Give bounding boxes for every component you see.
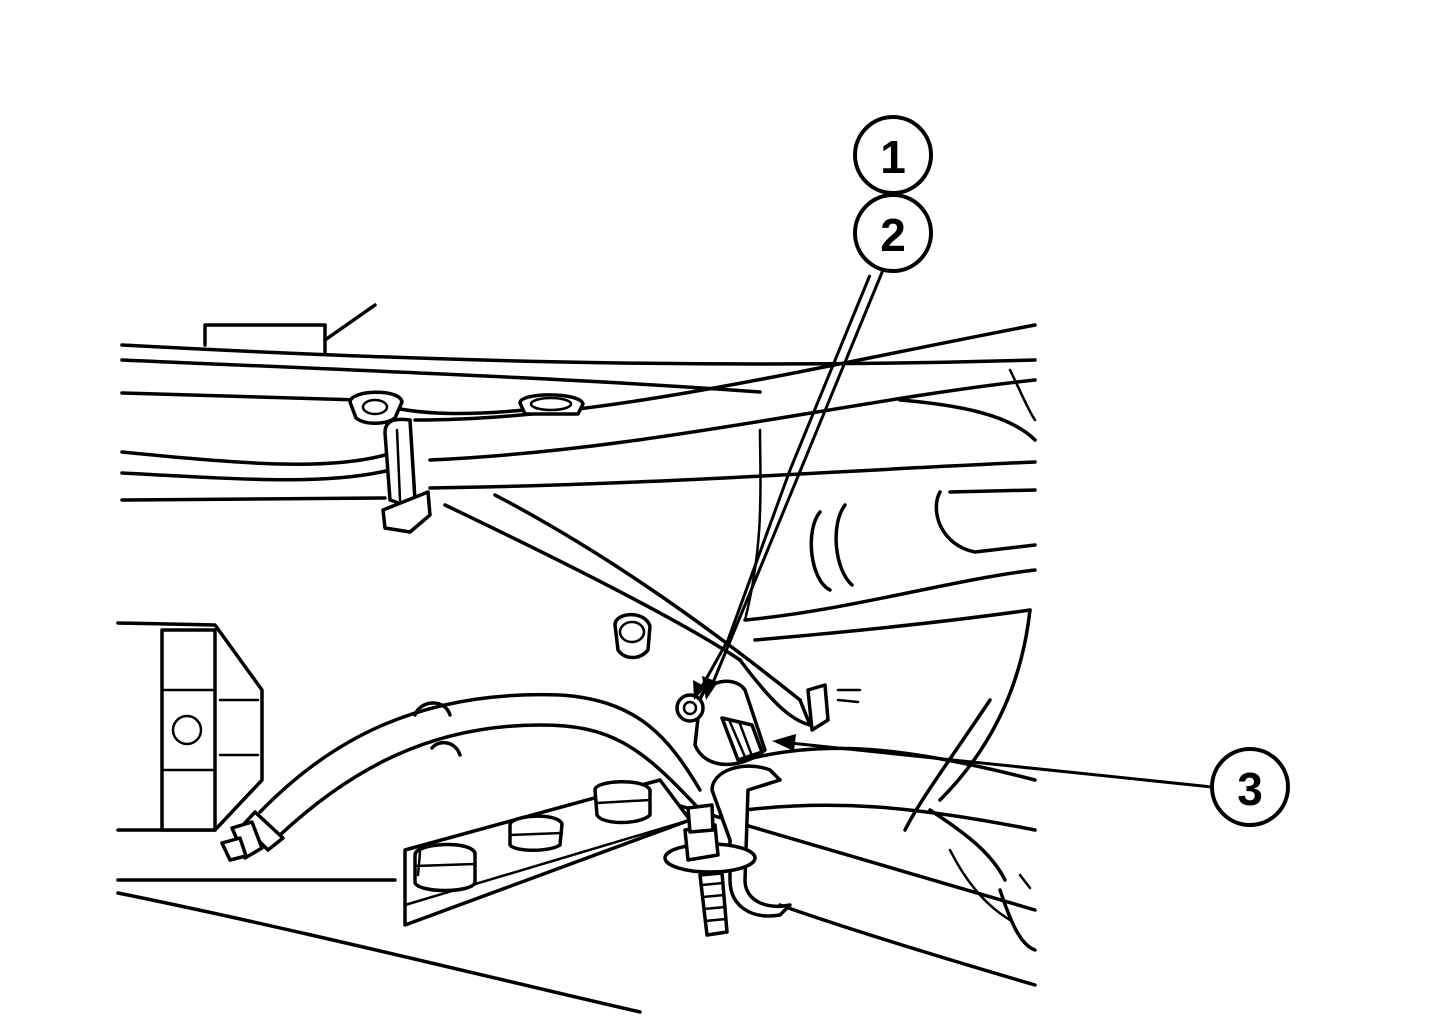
callout-2-circle: [853, 193, 933, 273]
callout-1-label: 1: [880, 131, 906, 183]
upper-frame-rail: [120, 303, 1037, 502]
upper-line-clamp: [381, 417, 432, 534]
callout-3: 3: [1210, 747, 1290, 827]
leader-line-1: [710, 269, 885, 686]
right-housing: [743, 428, 1037, 952]
callout-2-label: 2: [880, 209, 906, 261]
plate-nut-2: [508, 814, 564, 852]
upper-rail-nut-left: [348, 390, 404, 425]
fitting-assembly: [663, 679, 1037, 937]
arrowhead-2: [693, 680, 706, 700]
mid-bolt: [613, 612, 652, 660]
leader-lines: [693, 269, 1213, 789]
leader-line-3: [789, 741, 1213, 789]
leader-line-2: [698, 274, 872, 691]
callout-3-label: 3: [1237, 763, 1263, 815]
upper-rail-nut-right: [518, 393, 585, 416]
callout-1: 1: [853, 115, 933, 195]
curved-tube: [220, 692, 702, 862]
plate-nut-3: [593, 780, 652, 825]
left-housing-block: [116, 621, 264, 832]
callout-2: 2: [853, 193, 933, 273]
arrowhead-3: [772, 734, 796, 751]
plate-nut-1: [413, 842, 477, 893]
diagonal-brace: [443, 493, 862, 732]
